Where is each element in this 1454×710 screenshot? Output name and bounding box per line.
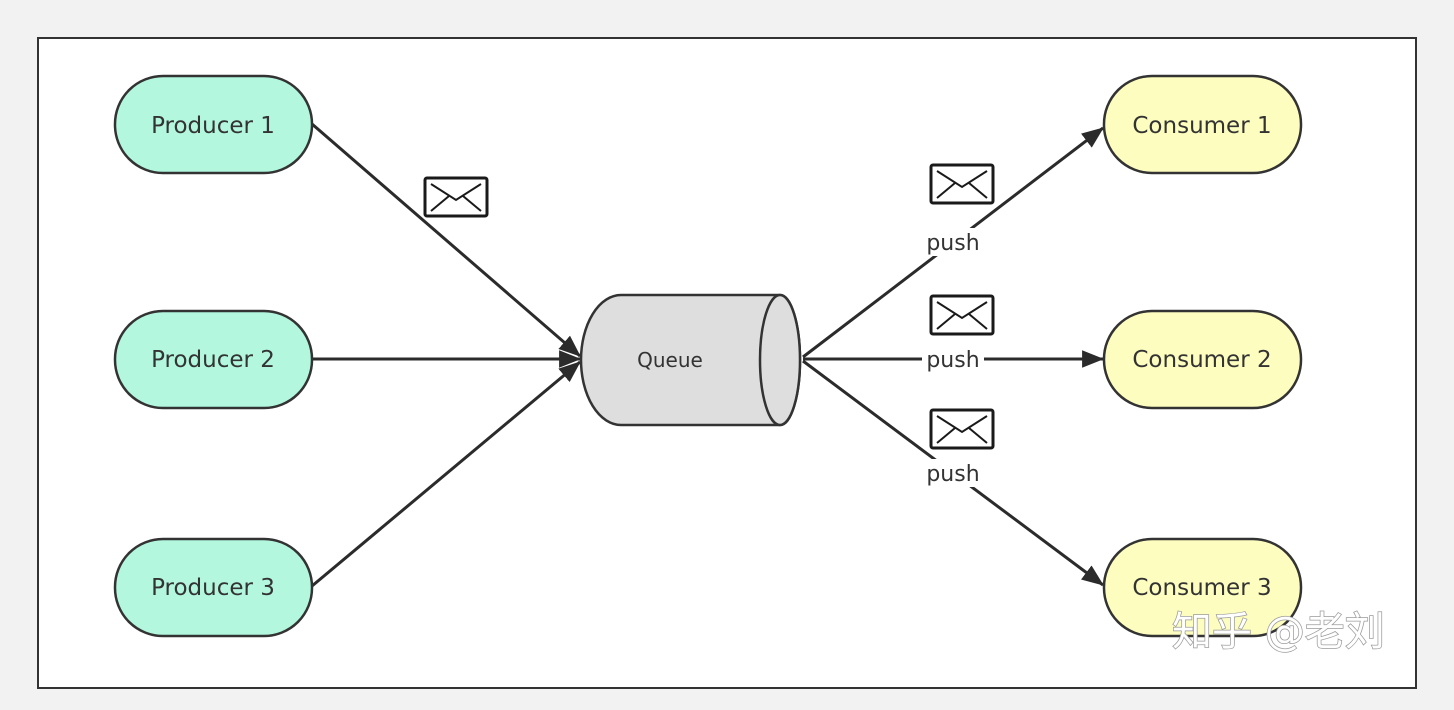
consumer-label-3: Consumer 3 [1132, 575, 1271, 601]
consumer-node-1: Consumer 1 [1102, 74, 1303, 175]
watermark-text: 知乎 @老刘 [1172, 609, 1385, 655]
envelope-icon [929, 408, 995, 450]
push-label-2: push [926, 348, 979, 373]
queue-label: Queue [637, 348, 703, 372]
producer-node-3: Producer 3 [113, 537, 314, 638]
edge-producer1-queue [311, 122, 581, 358]
consumer-label-2: Consumer 2 [1132, 347, 1271, 373]
producer-node-2: Producer 2 [113, 309, 314, 410]
envelope-icon [929, 294, 995, 336]
producer-node-1: Producer 1 [113, 74, 314, 175]
edge-producer3-queue [311, 360, 581, 588]
envelope-icon [929, 163, 995, 205]
push-label-1: push [926, 231, 979, 256]
producer-label-2: Producer 2 [151, 347, 275, 373]
consumer-label-1: Consumer 1 [1132, 113, 1271, 139]
push-label-3: push [926, 462, 979, 487]
queue-node: Queue [579, 293, 802, 427]
consumer-node-2: Consumer 2 [1102, 309, 1303, 410]
producer-label-1: Producer 1 [151, 113, 275, 139]
consumer-node-3: Consumer 3 [1102, 537, 1303, 638]
producer-label-3: Producer 3 [151, 575, 275, 601]
envelope-icon [423, 176, 489, 218]
